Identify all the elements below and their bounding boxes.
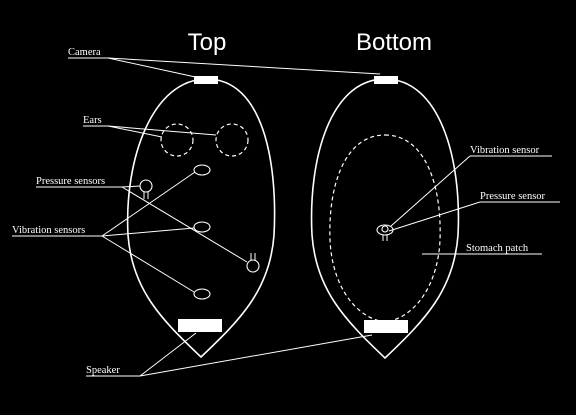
left-ear [160, 123, 194, 157]
vibration-sensor-middle [193, 221, 211, 233]
label-pressure-sensor: Pressure sensor [480, 191, 546, 202]
bottom-speaker [364, 320, 408, 333]
pressure-sensor-upper-left [139, 179, 153, 199]
bottom-heading: Bottom [356, 29, 432, 56]
label-pressure-sensors: Pressure sensors [36, 176, 105, 187]
vibration-sensor-lower [193, 288, 211, 300]
bottom-pressure-sensor [381, 225, 389, 233]
leader-lines [12, 57, 560, 377]
pressure-sensor-lower-right [246, 253, 260, 273]
top-body-outline [126, 78, 276, 359]
right-ear [215, 123, 249, 157]
bottom-camera [374, 76, 398, 84]
top-heading: Top [188, 29, 227, 56]
label-stomach-patch: Stomach patch [466, 243, 529, 254]
label-speaker: Speaker [86, 365, 120, 376]
top-speaker [178, 319, 222, 332]
bottom-body-outline [310, 78, 460, 360]
bottom-view [310, 76, 460, 360]
top-camera [194, 76, 218, 84]
label-camera: Camera [68, 47, 101, 58]
label-ears: Ears [83, 115, 102, 126]
vibration-sensor-upper [193, 164, 211, 176]
label-vibration-sensor: Vibration sensor [470, 145, 540, 156]
top-view [126, 76, 276, 359]
label-vibration-sensors: Vibration sensors [12, 225, 85, 236]
